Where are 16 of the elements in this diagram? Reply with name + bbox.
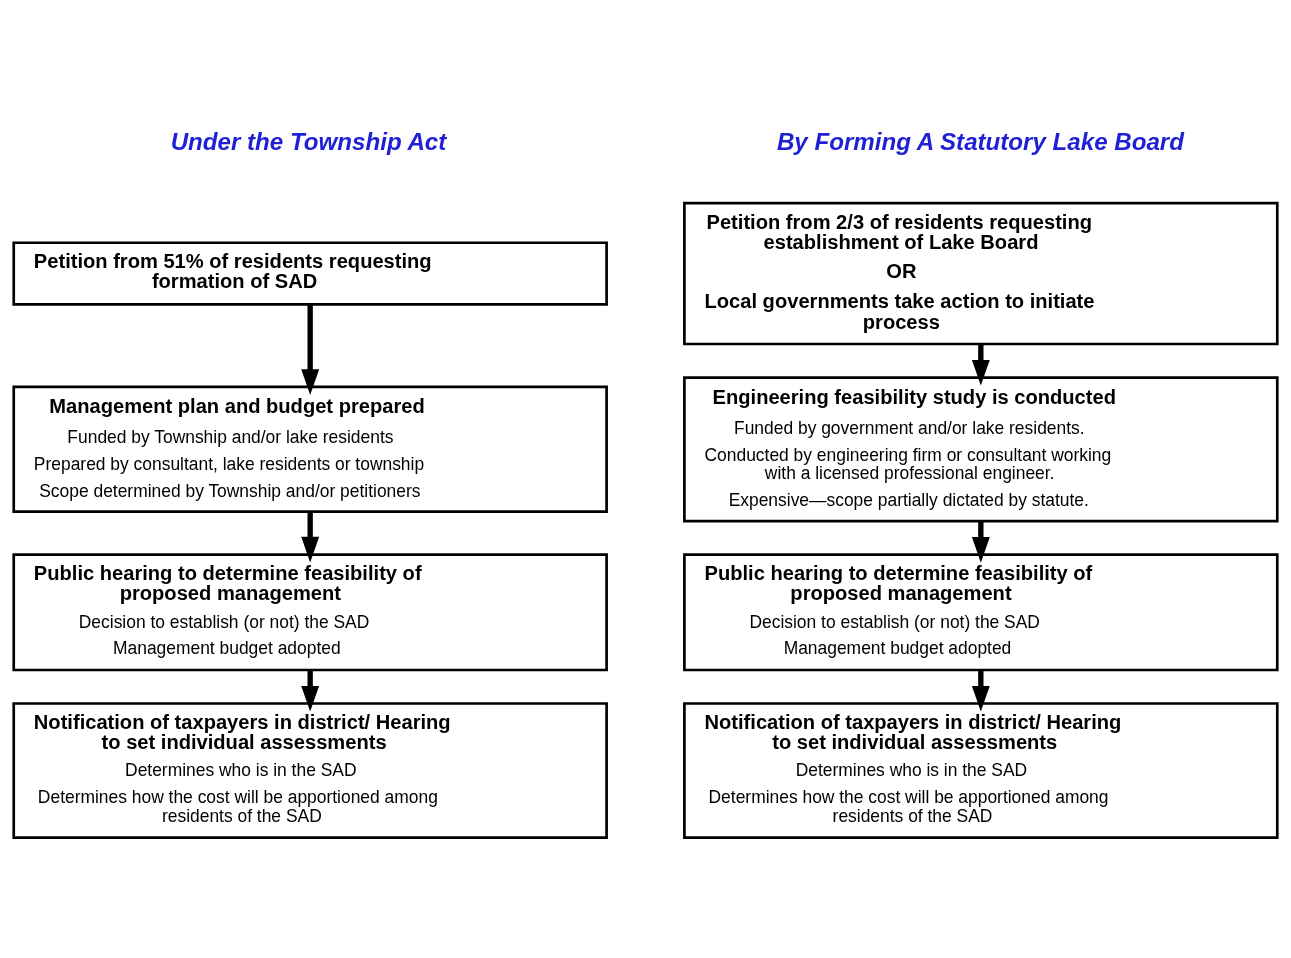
arrow <box>301 669 320 712</box>
node-box: Notification of taxpayers in district/ Hearing to set individual assessments Determines who is in the SAD Determines how the cost will be apportioned among residents of the SAD <box>683 701 1279 839</box>
node-box: Petition from 51% of residents requesting formation of SAD <box>12 240 608 306</box>
arrow <box>971 669 990 712</box>
arrow <box>971 343 990 386</box>
arrow <box>301 304 320 395</box>
node-box: Petition from 2/3 of residents requesting establishment of Lake Board OR Local governments take action to initiate process <box>683 201 1279 345</box>
node-box: Engineering feasibility study is conducted Funded by government and/or lake residents. Conducted by engineering firm or consultant working with a licensed professional engineer. Expensive—scope partially dictated by statute. <box>683 375 1279 522</box>
arrow <box>971 520 990 563</box>
arrow <box>301 511 320 562</box>
node-box: Public hearing to determine feasibility of proposed management Decision to establish (or not) the SAD Management budget adopted <box>683 552 1279 671</box>
label: By Forming A Statutory Lake Board <box>776 127 1185 155</box>
node-box: Management plan and budget prepared Funded by Township and/or lake residents Prepared by consultant, lake residents or township Scope determined by Township and/or petitioners <box>12 385 608 513</box>
node-box: Public hearing to determine feasibility of proposed management Decision to establish (or not) the SAD Management budget adopted <box>12 552 608 671</box>
label: Under the Township Act <box>170 127 447 155</box>
node-box: Notification of taxpayers in district/ Hearing to set individual assessments Determines who is in the SAD Determines how the cost will be apportioned among residents of the SAD <box>12 701 608 839</box>
